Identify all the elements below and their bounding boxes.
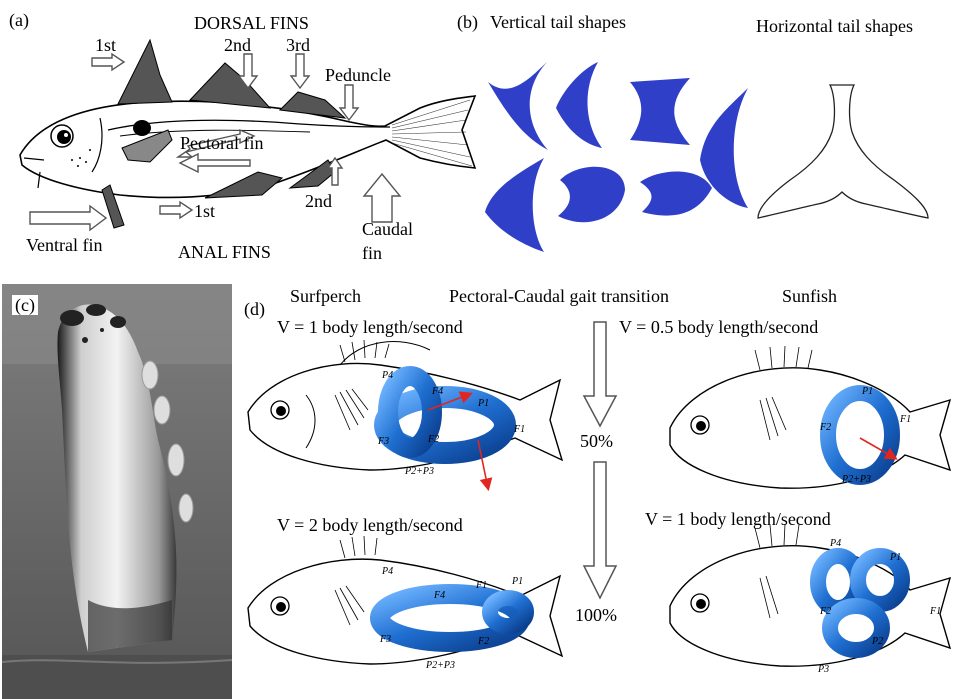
label-sunfish-p4-bot: P4 <box>829 538 841 549</box>
label-f3-top: F3 <box>377 436 389 447</box>
label-f2-top: F2 <box>427 434 439 445</box>
label-sunfish-p2-bot: P2 <box>871 636 883 647</box>
surfperch-fish-bottom <box>248 536 562 664</box>
horizontal-tail-shape <box>758 85 928 218</box>
panel-a-tag: (a) <box>9 11 29 29</box>
label-sunfish-p3-bot: P3 <box>817 664 829 675</box>
first-anal-label: 1st <box>194 202 215 220</box>
surfperch-title: Surfperch <box>290 287 361 305</box>
gait-transition-arrows <box>584 322 616 598</box>
panel-d-tag: (d) <box>244 300 265 318</box>
label-f4-top: F4 <box>431 386 443 397</box>
label-p2p3-bot: P2+P3 <box>425 660 455 671</box>
ventral-fin-label: Ventral fin <box>26 236 102 254</box>
gait-transition-title: Pectoral-Caudal gait transition <box>449 287 669 305</box>
label-p1-bot: P1 <box>511 576 523 587</box>
percent-100-label: 100% <box>575 606 617 624</box>
label-sunfish-f1-bot: F1 <box>929 606 941 617</box>
label-sunfish-f2-top: F2 <box>819 422 831 433</box>
surfperch-speed-1: V = 1 body length/second <box>277 318 463 336</box>
label-sunfish-p1-top: P1 <box>861 386 873 397</box>
label-p2p3-top: P2+P3 <box>404 466 434 477</box>
panel-b-tag: (b) <box>457 13 478 31</box>
label-f1-bot: F1 <box>475 580 487 591</box>
first-dorsal-label: 1st <box>95 36 116 54</box>
second-dorsal-label: 2nd <box>224 36 251 54</box>
label-f1-top: F1 <box>513 424 525 435</box>
horizontal-tail-title: Horizontal tail shapes <box>756 17 913 35</box>
panel-c-tag: (c) <box>12 295 38 315</box>
label-p4-top: P4 <box>381 370 393 381</box>
surfperch-speed-2: V = 2 body length/second <box>277 516 463 534</box>
vertical-tail-title: Vertical tail shapes <box>490 13 626 31</box>
sunfish-speed-1: V = 0.5 body length/second <box>619 318 818 336</box>
caudal-fin-label-1: Caudal <box>362 220 413 238</box>
flipper-photo <box>2 284 232 699</box>
sunfish-fish-bottom <box>670 524 950 666</box>
third-dorsal-label: 3rd <box>286 36 310 54</box>
label-sunfish-f1-top: F1 <box>899 414 911 425</box>
percent-50-label: 50% <box>580 432 613 450</box>
label-f4-bot: F4 <box>433 590 445 601</box>
anal-fins-label: ANAL FINS <box>178 243 271 261</box>
label-p1-top: P1 <box>477 398 489 409</box>
dorsal-fins-label: DORSAL FINS <box>194 14 309 32</box>
label-f3-bot: F3 <box>379 634 391 645</box>
label-p4-bot: P4 <box>381 566 393 577</box>
vertical-tail-shapes <box>485 62 748 252</box>
label-sunfish-p2p3-top: P2+P3 <box>841 474 871 485</box>
caudal-fin-label-2: fin <box>362 244 382 262</box>
peduncle-label: Peduncle <box>325 66 391 84</box>
sunfish-title: Sunfish <box>782 287 837 305</box>
label-f2-bot: F2 <box>477 636 489 647</box>
label-sunfish-p1-bot: P1 <box>889 552 901 563</box>
pectoral-fin-label: Pectoral fin <box>180 134 263 152</box>
sunfish-speed-2: V = 1 body length/second <box>645 510 831 528</box>
second-anal-label: 2nd <box>305 192 332 210</box>
label-sunfish-f2-bot: F2 <box>819 606 831 617</box>
